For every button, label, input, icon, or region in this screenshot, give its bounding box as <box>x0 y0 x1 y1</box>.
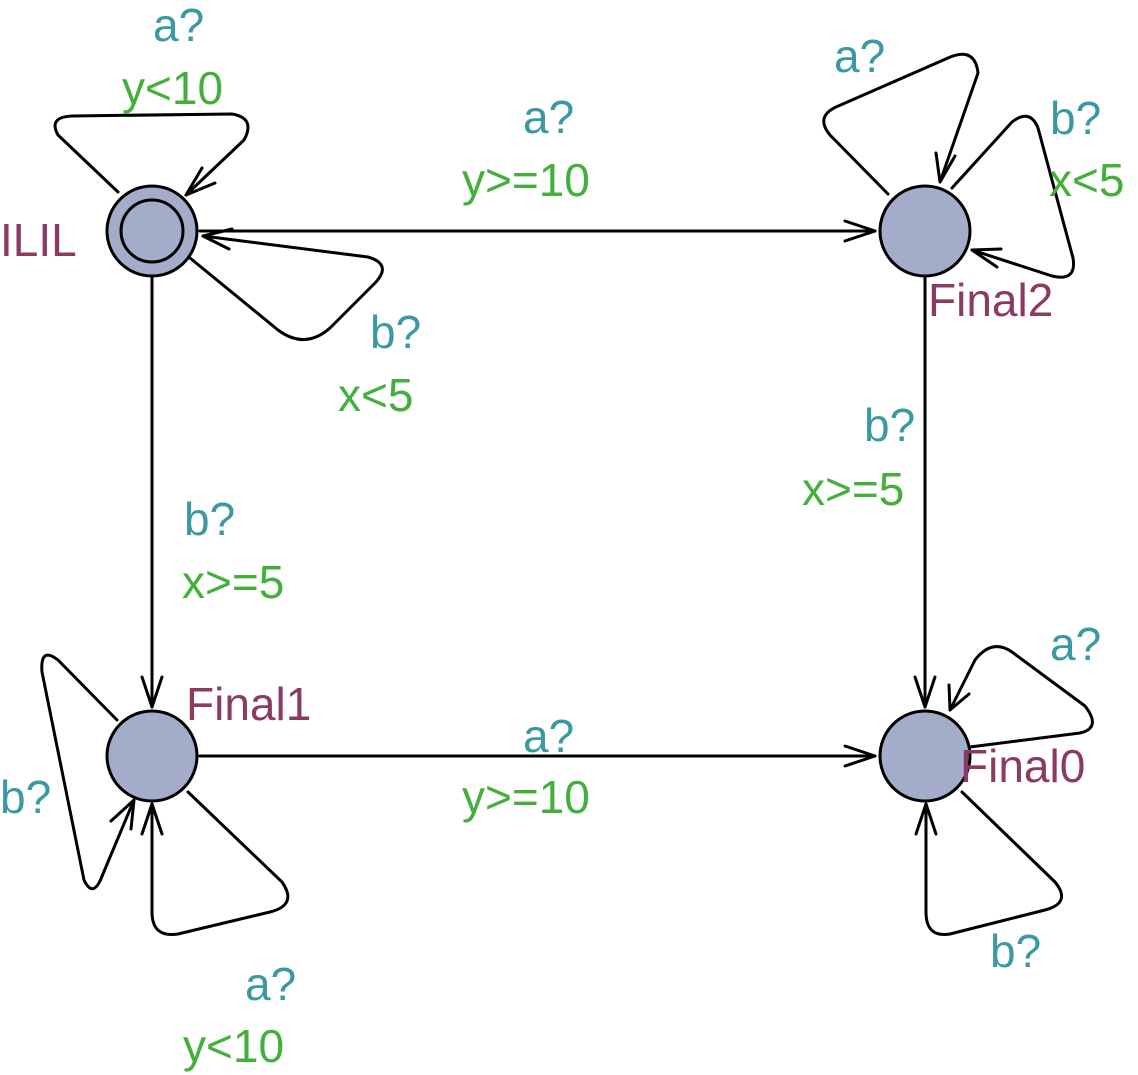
initial-marker <box>119 198 185 264</box>
edge-final0-self-a[interactable] <box>947 645 1094 750</box>
edge-final0-self-b[interactable] <box>914 790 1064 937</box>
edge-final1-to-final0[interactable] <box>198 744 877 768</box>
sync-label-initial-self-b: b? <box>370 306 421 358</box>
sync-label-final0-self-b: b? <box>990 925 1041 977</box>
edge-initial-self-a[interactable] <box>53 112 250 197</box>
location-final1[interactable] <box>105 709 199 803</box>
edge-final2-self-b[interactable] <box>950 114 1076 279</box>
edge-final1-self-a[interactable] <box>140 790 290 937</box>
location-name-initial: ILIL <box>0 214 77 266</box>
sync-label-final2-self-b: b? <box>1050 92 1101 144</box>
sync-label-initial-self-a: a? <box>153 0 204 51</box>
sync-label-final1-to-final0: a? <box>523 710 574 762</box>
sync-label-final1-self-a: a? <box>245 958 296 1010</box>
edge-final2-to-final0[interactable] <box>913 276 937 709</box>
guard-label-final1-to-final0: y>=10 <box>462 771 590 823</box>
guard-label-final2-to-final0: x>=5 <box>802 463 904 515</box>
guard-label-initial-to-final1: x>=5 <box>182 556 284 608</box>
location-initial[interactable] <box>105 184 199 278</box>
sync-label-final2-self-a: a? <box>834 30 885 82</box>
edge-initial-self-b[interactable] <box>188 227 384 341</box>
location-name-final0: Final0 <box>960 740 1085 792</box>
guard-label-final2-self-b: x<5 <box>1049 154 1124 206</box>
sync-label-final1-self-b: b? <box>0 771 51 823</box>
sync-label-initial-to-final2: a? <box>523 91 574 143</box>
edge-initial-to-final2[interactable] <box>198 219 877 243</box>
guard-label-initial-self-b: x<5 <box>338 369 413 421</box>
sync-label-final2-to-final0: b? <box>864 399 915 451</box>
edge-initial-to-final1[interactable] <box>140 276 164 709</box>
guard-label-initial-to-final2: y>=10 <box>462 154 590 206</box>
location-name-final2: Final2 <box>928 274 1053 326</box>
location-final0[interactable] <box>878 709 972 803</box>
guard-label-initial-self-a: y<10 <box>122 62 223 114</box>
edge-final1-self-b[interactable] <box>40 653 136 891</box>
sync-label-final0-self-a: a? <box>1050 618 1101 670</box>
location-name-final1: Final1 <box>186 678 311 730</box>
location-final2[interactable] <box>878 184 972 278</box>
edge-final2-self-a[interactable] <box>822 52 980 196</box>
sync-label-initial-to-final1: b? <box>184 493 235 545</box>
guard-label-final1-self-a: y<10 <box>183 1020 284 1072</box>
